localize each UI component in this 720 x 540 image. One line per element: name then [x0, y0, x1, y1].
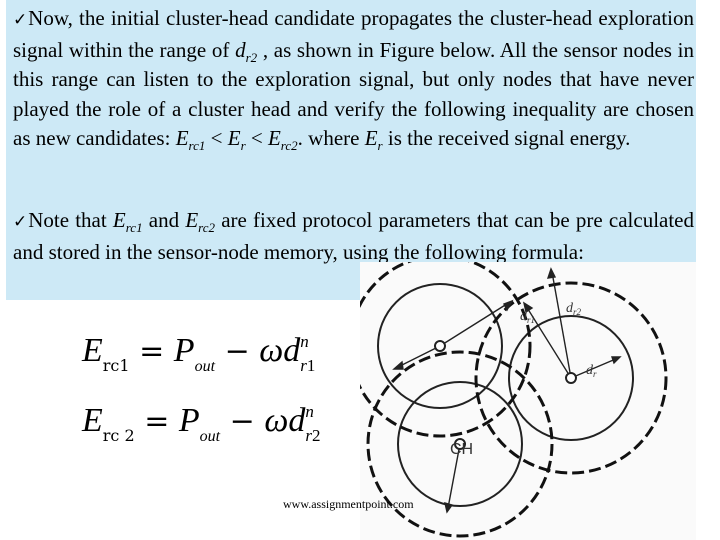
p2-text-3: are fixed protocol parameters that can b…	[13, 208, 694, 264]
cluster-diagram: CH dr1 dr2 dr	[360, 262, 668, 538]
watermark: www.assignmentpoint.com	[283, 497, 414, 511]
p1-text-3: . where	[297, 126, 365, 150]
svg-text:dr: dr	[586, 363, 597, 379]
p2-erc2: Erc2	[185, 208, 215, 236]
p2-text-1: Note that	[28, 208, 113, 232]
small-circle-left	[377, 283, 503, 409]
p2-text-2: and	[142, 208, 186, 232]
p1-text-2: , as shown in Figure below. All the sens…	[13, 37, 694, 151]
paragraph-1: ✓Now, the initial cluster-head candidate…	[13, 4, 694, 154]
p1-text-1: Now, the initial cluster-head candidate …	[13, 6, 694, 62]
svg-text:dr1: dr1	[520, 309, 535, 325]
p1-erc1: Erc1	[175, 126, 206, 154]
dashed-circle-ch	[366, 350, 554, 538]
node-left	[434, 340, 446, 352]
small-circle-right	[508, 315, 634, 441]
p2-erc1: Erc1	[112, 208, 143, 236]
node-ch	[454, 438, 466, 450]
paragraph-2: ✓Note that Erc1 and Erc2 are fixed proto…	[13, 206, 694, 267]
p1-text-4: is the received signal energy.	[382, 126, 631, 150]
p1-lt2: <	[245, 126, 268, 150]
checkmark-icon: ✓	[13, 10, 29, 30]
p1-dr2: dr2	[235, 37, 258, 65]
checkmark-icon: ✓	[13, 212, 29, 232]
p1-er2: Er	[364, 126, 383, 154]
svg-text:dr2: dr2	[566, 301, 582, 317]
dashed-circle-left	[360, 262, 532, 438]
text-panel	[6, 0, 696, 300]
p1-lt1: <	[205, 126, 228, 150]
dashed-circle-right	[474, 281, 668, 475]
ch-label: CH	[450, 441, 473, 458]
cluster-figure: CH dr1 dr2 dr	[360, 262, 696, 540]
small-circle-ch	[397, 381, 523, 507]
p1-er: Er	[227, 126, 246, 154]
node-right	[565, 372, 577, 384]
p1-erc2: Erc2	[267, 126, 298, 154]
